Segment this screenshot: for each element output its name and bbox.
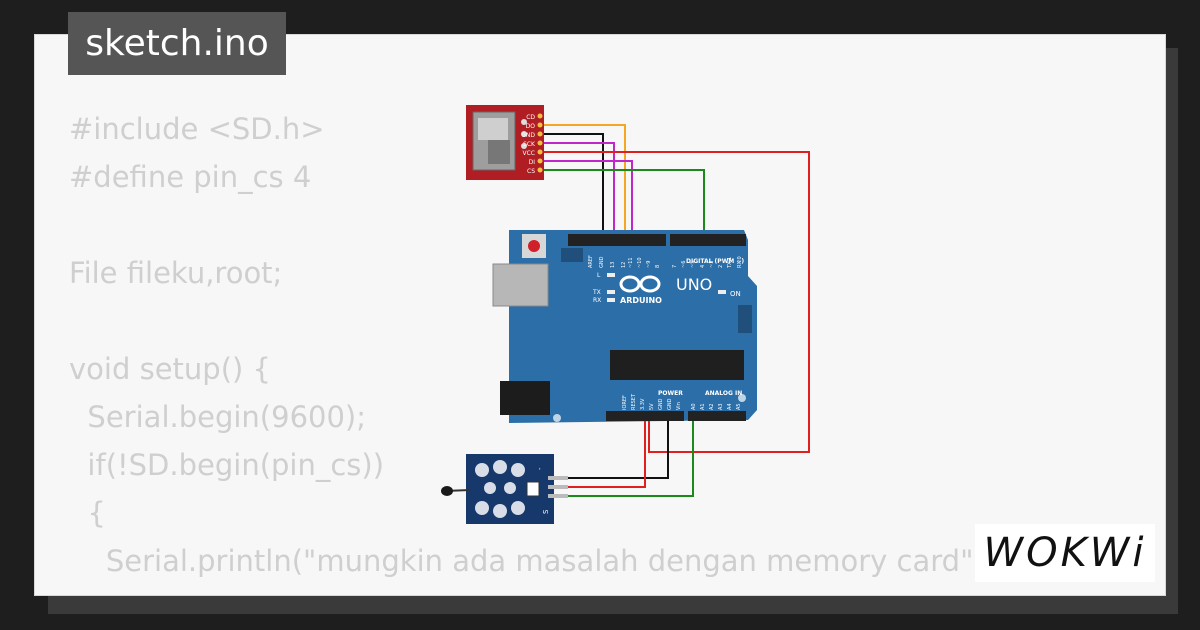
temperature-sensor-module[interactable]: - S	[441, 454, 568, 524]
analog-pin-label: A2	[709, 403, 715, 410]
top-pin-label: ~9	[646, 261, 652, 268]
top-pin-label: GND	[599, 256, 605, 268]
analog-pin-label: A1	[700, 403, 706, 410]
code-line: void setup() {	[69, 352, 271, 386]
sd-pin[interactable]	[537, 140, 543, 146]
top-pin-label: 7	[672, 265, 678, 268]
wire-di	[542, 160, 633, 240]
on-label: ON	[730, 290, 741, 298]
top-pin-label: 13	[610, 262, 616, 268]
power-pin-label: 3.3V	[640, 398, 646, 410]
power-pin-label: GND	[667, 398, 673, 410]
sd-pin[interactable]	[537, 122, 543, 128]
top-pin-label: ~10	[637, 257, 643, 268]
top-pin-label: ~6	[681, 261, 687, 268]
top-pin-label: 8	[655, 265, 661, 268]
sd-pin-label: VCC	[523, 150, 535, 157]
wire-sensor-signal	[566, 415, 694, 497]
sd-pin-label: DI	[529, 159, 536, 166]
top-pin-label: AREF	[588, 255, 594, 268]
icsp-header	[738, 305, 752, 333]
sensor-pin-s: S	[542, 509, 550, 514]
arduino-brand-text: ARDUINO	[620, 296, 662, 305]
top-pin-label: 4	[700, 265, 706, 268]
top-pin-label: ~5	[690, 261, 696, 268]
top-header-right	[670, 234, 746, 246]
power-header	[606, 411, 684, 421]
sd-pin[interactable]	[537, 167, 543, 173]
sd-pin-label: SCK	[523, 141, 536, 148]
power-pin-label: RESET	[631, 393, 637, 410]
wokwi-logo: WOKWi	[975, 524, 1155, 582]
analog-pin-label: A5	[736, 403, 742, 410]
sd-pin[interactable]	[537, 131, 543, 137]
analog-label: ANALOG IN	[705, 390, 742, 397]
code-line: #define pin_cs 4	[69, 160, 312, 194]
digital-label: DIGITAL (PWM ~)	[686, 258, 744, 265]
led-rx-label: RX	[593, 297, 601, 304]
usb-port	[492, 263, 549, 307]
code-line: File fileku,root;	[69, 256, 283, 290]
wire-vcc	[542, 151, 810, 453]
wire-do	[542, 124, 626, 240]
sd-pin[interactable]	[537, 113, 543, 119]
analog-pin-label: A3	[718, 403, 724, 410]
sd-card-module[interactable]: CD DO GND SCK VCC DI CS	[466, 105, 544, 180]
wire-sensor-gnd	[566, 415, 669, 479]
led-tx-label: TX	[592, 289, 601, 296]
sd-pin[interactable]	[537, 149, 543, 155]
code-line: #include <SD.h>	[69, 112, 325, 146]
top-pin-label: ~3	[709, 261, 715, 268]
top-pin-label: RX 0	[737, 256, 743, 268]
power-pin-label: 5V	[649, 403, 655, 410]
sd-pin-label: DO	[526, 123, 536, 130]
power-pin-label: Vin	[676, 402, 682, 410]
led-l-label: L	[597, 272, 601, 279]
arduino-model-text: UNO	[676, 275, 712, 294]
analog-pin-label: A4	[727, 403, 733, 410]
code-line: {	[69, 496, 106, 530]
sd-pin-labels: CD DO GND SCK VCC DI CS	[521, 113, 543, 175]
sd-pin-label: CD	[526, 114, 535, 121]
top-pin-label: 2	[718, 265, 724, 268]
top-pin-label: 12	[621, 262, 627, 268]
arduino-infinity-logo	[619, 275, 661, 293]
code-line: if(!SD.begin(pin_cs))	[69, 448, 385, 482]
arduino-uno-board[interactable]: ARDUINO UNO DIGITAL (PWM ~) ON L TX RX P…	[492, 230, 757, 423]
analog-pin-label: A0	[691, 403, 697, 410]
sd-pin-label: GND	[521, 132, 535, 139]
icsp-header-2	[561, 248, 583, 262]
wire-sensor-vcc	[566, 415, 646, 488]
power-jack	[500, 381, 550, 415]
file-tab[interactable]: sketch.ino	[68, 12, 286, 75]
sensor-pin-minus: -	[536, 467, 544, 470]
top-pin-label: ~11	[628, 257, 634, 268]
analog-header	[688, 411, 746, 421]
power-pin-label: GND	[658, 398, 664, 410]
wire-sck	[542, 142, 615, 240]
sd-pin[interactable]	[537, 158, 543, 164]
power-pin-label: IOREF	[622, 395, 628, 410]
top-header-left	[568, 234, 666, 246]
code-line: Serial.begin(9600);	[69, 400, 367, 434]
reset-button[interactable]	[528, 240, 540, 252]
wire-cs	[542, 169, 705, 240]
power-label: POWER	[658, 390, 683, 397]
wire-gnd-sd	[542, 133, 604, 240]
atmega-chip	[610, 350, 744, 380]
top-pin-label: TX 1	[727, 257, 733, 269]
sd-pin-label: CS	[527, 168, 535, 175]
wires	[542, 124, 810, 497]
code-line: while(1);	[69, 585, 995, 595]
thermistor-probe	[441, 486, 453, 496]
